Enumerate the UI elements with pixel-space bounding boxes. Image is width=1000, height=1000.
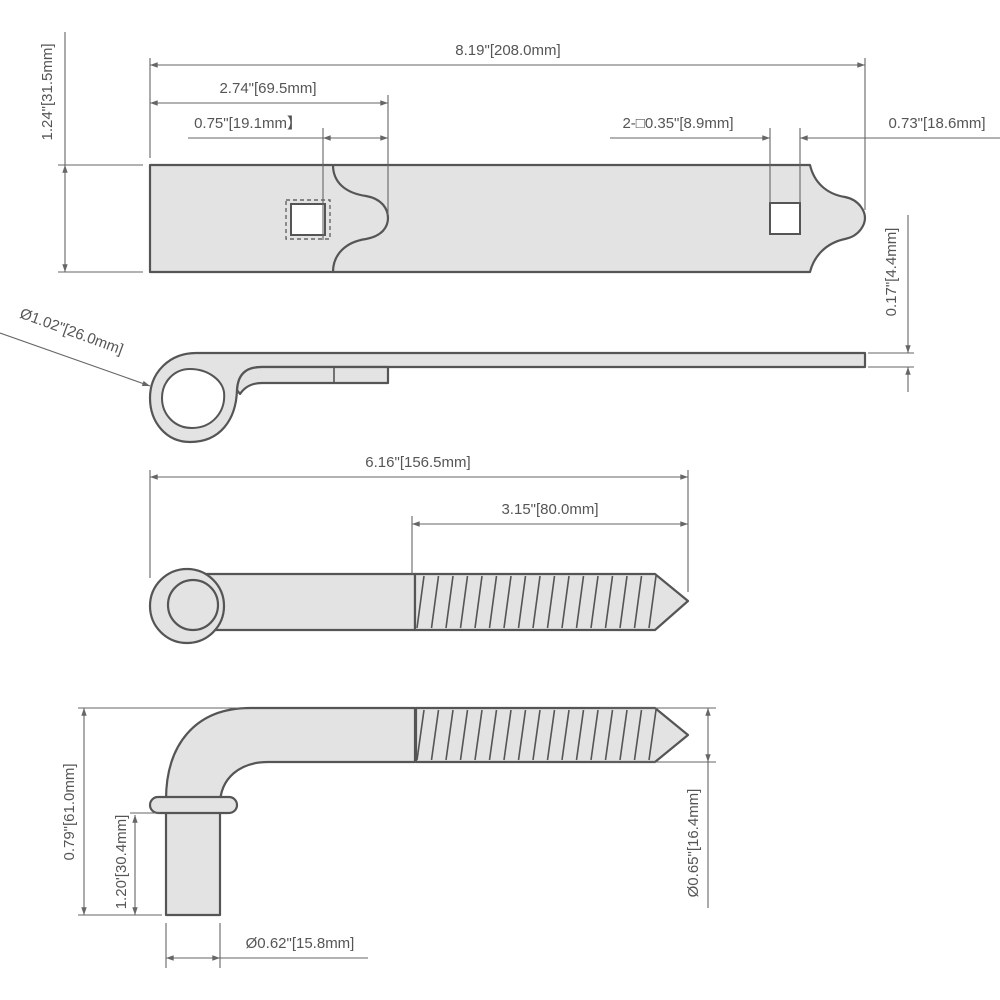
dim-thread-length: 3.15"[80.0mm] xyxy=(501,501,598,518)
dim-hole-size: 2-□0.35"[8.9mm] xyxy=(622,115,733,132)
thread-line xyxy=(561,709,570,761)
thread-line xyxy=(532,575,541,629)
thread-line xyxy=(517,575,527,629)
square-hole-right xyxy=(769,202,801,235)
dim-screw-length: 6.16"[156.5mm] xyxy=(365,454,470,471)
thread-line xyxy=(445,709,454,761)
thread-line xyxy=(517,709,527,761)
strap-side-view xyxy=(148,351,867,444)
thread-line xyxy=(416,709,425,761)
dim-scallop-offset: 2.74"[69.5mm] xyxy=(219,80,316,97)
thread-line xyxy=(474,709,483,761)
thread-line xyxy=(604,709,614,761)
dim-loop-diameter: Ø1.02"[26.0mm] xyxy=(18,305,126,358)
thread-line xyxy=(430,575,440,629)
thread-line xyxy=(459,709,469,761)
thread-line xyxy=(633,709,643,761)
thread-line xyxy=(575,709,585,761)
thread-line xyxy=(575,575,585,629)
dim-hole-offset: 0.75"[19.1mm】 xyxy=(194,115,302,132)
thread-line xyxy=(619,575,628,629)
thread-line xyxy=(416,575,425,629)
screw-threads xyxy=(416,575,657,629)
screw-threads xyxy=(416,709,657,761)
thread-line xyxy=(532,709,541,761)
thread-line xyxy=(590,709,599,761)
strap-top-view xyxy=(148,163,867,274)
dim-overall-height: 0.79"[61.0mm] xyxy=(61,763,78,860)
dim-overall-length: 8.19"[208.0mm] xyxy=(455,42,560,59)
thread-line xyxy=(561,575,570,629)
thread-line xyxy=(430,709,440,761)
thread-line xyxy=(590,575,599,629)
pintle-hook xyxy=(148,706,690,917)
dim-width: 1.24"[31.5mm] xyxy=(39,43,56,140)
thread-line xyxy=(619,709,628,761)
countersink-outline xyxy=(285,199,331,240)
thread-line xyxy=(459,575,469,629)
thread-line xyxy=(546,575,556,629)
dim-thread-diameter: Ø0.65"[16.4mm] xyxy=(685,789,702,898)
thread-line xyxy=(445,575,454,629)
thread-line xyxy=(503,709,512,761)
thread-line xyxy=(488,709,498,761)
strap-dimensions: 8.19"[208.0mm] 2.74"[69.5mm] 0.75"[19.1m… xyxy=(39,32,1000,273)
dim-pin-diameter: Ø0.62"[15.8mm] xyxy=(246,935,355,952)
thread-line xyxy=(503,575,512,629)
thread-line xyxy=(474,575,483,629)
pintle-dimensions: 0.79"[61.0mm] 1.20'[30.4mm] Ø0.65"[16.4m… xyxy=(61,707,716,968)
eye-screw xyxy=(148,567,690,645)
eye-screw-dimensions: 6.16"[156.5mm] 3.15"[80.0mm] xyxy=(149,454,689,592)
thread-line xyxy=(546,709,556,761)
thread-line xyxy=(488,575,498,629)
dim-end-offset: 0.73"[18.6mm] xyxy=(888,115,985,132)
thread-line xyxy=(604,575,614,629)
square-hole-left xyxy=(290,203,326,236)
dim-pin-length: 1.20'[30.4mm] xyxy=(113,815,130,910)
dim-thickness: 0.17"[4.4mm] xyxy=(883,228,900,317)
thread-line xyxy=(648,575,657,629)
thread-line xyxy=(648,709,657,761)
thread-line xyxy=(633,575,643,629)
